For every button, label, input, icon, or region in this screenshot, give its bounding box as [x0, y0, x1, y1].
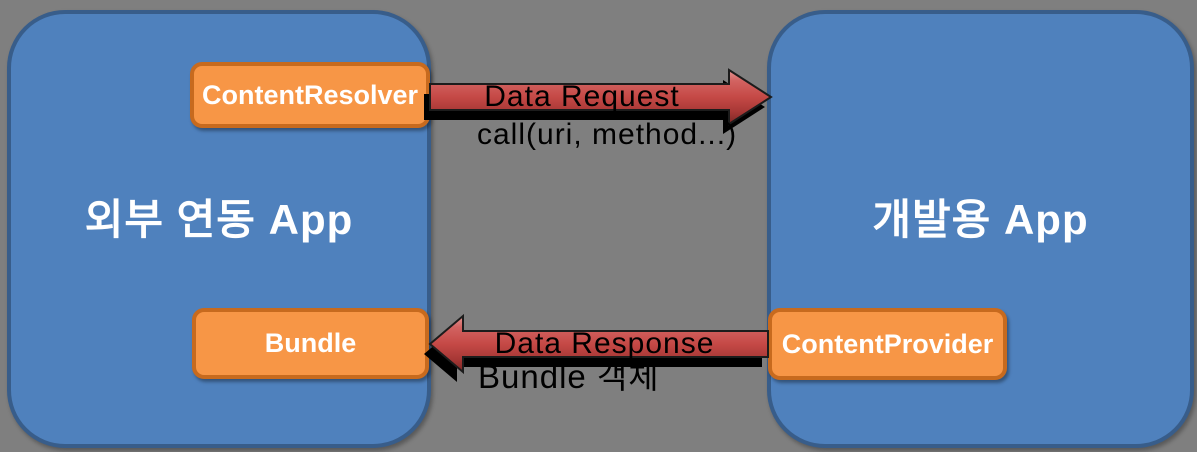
bundle-label: Bundle: [264, 328, 357, 358]
content-resolver-label: ContentResolver: [201, 79, 419, 110]
response-arrow-sublabel: Bundle 객체: [478, 358, 660, 395]
content-provider-box: ContentProvider: [768, 308, 1007, 380]
request-arrow-label: Data Request: [484, 80, 680, 113]
content-resolver-box: ContentResolver: [190, 62, 430, 128]
content-provider-label: ContentProvider: [781, 328, 994, 359]
response-arrow-label: Data Response: [494, 327, 715, 360]
right-app-box: 개발용 App: [767, 10, 1194, 448]
right-app-title: 개발용 App: [872, 196, 1089, 243]
request-arrow-sublabel: call(uri, method...): [477, 118, 738, 151]
bundle-box: Bundle: [192, 308, 429, 379]
left-app-title: 외부 연동 App: [84, 196, 354, 243]
